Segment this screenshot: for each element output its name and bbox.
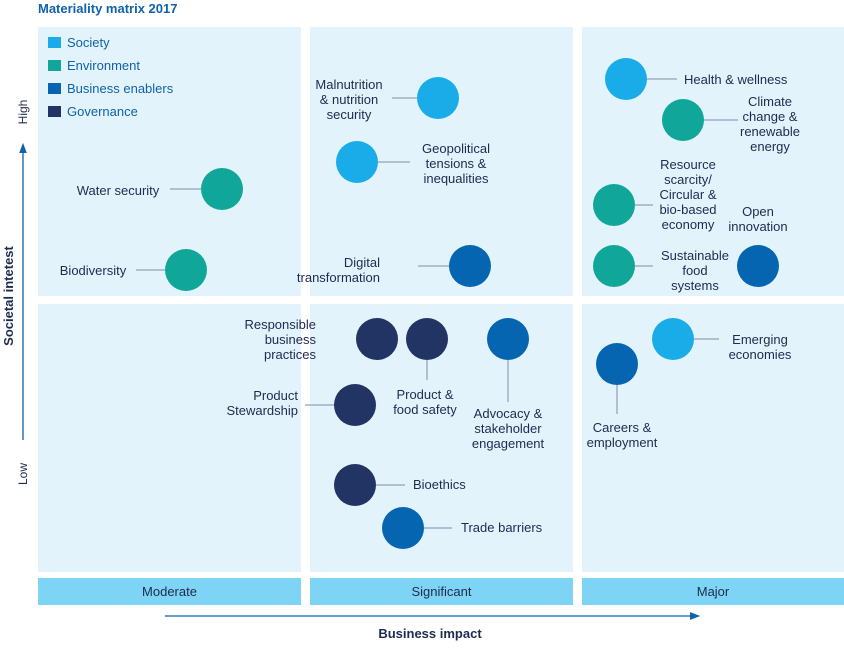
topic-bubble-geopolitical: [336, 141, 378, 183]
topic-bubble-food_systems: [593, 245, 635, 287]
topic-bubble-open_innovation: [737, 245, 779, 287]
topic-careers: Careers &employment: [587, 343, 658, 450]
chart-title: Materiality matrix 2017: [38, 1, 177, 16]
y-tick-label-high: High: [16, 100, 30, 125]
x-category-band: [38, 578, 301, 605]
legend-swatch-governance: [48, 106, 61, 117]
matrix-cell-low-moderate: [38, 304, 301, 572]
topic-label-health: Health & wellness: [684, 72, 788, 87]
topic-bubble-stewardship: [334, 384, 376, 426]
topic-label-careers: Careers &employment: [587, 420, 658, 450]
topic-bubble-water: [201, 168, 243, 210]
matrix-cell-high-moderate: [38, 27, 301, 296]
topic-bubble-food_safety: [406, 318, 448, 360]
topic-bubble-biodiversity: [165, 249, 207, 291]
x-category-label: Major: [697, 584, 730, 599]
x-category-label: Moderate: [142, 584, 197, 599]
legend-swatch-business_enablers: [48, 83, 61, 94]
topic-trade: Trade barriers: [382, 507, 543, 549]
topic-label-water: Water security: [77, 183, 160, 198]
topic-bubble-responsible: [356, 318, 398, 360]
topic-bubble-digital: [449, 245, 491, 287]
axes: Low High: [16, 100, 701, 620]
topic-biodiversity: Biodiversity: [60, 249, 207, 291]
topic-food_safety: Product &food safety: [393, 318, 457, 417]
topic-label-trade: Trade barriers: [461, 520, 543, 535]
topic-bioethics: Bioethics: [334, 464, 466, 506]
legend-swatch-environment: [48, 60, 61, 71]
x-axis-title: Business impact: [378, 626, 482, 641]
topic-health: Health & wellness: [605, 58, 788, 100]
topic-bubble-bioethics: [334, 464, 376, 506]
legend-label-business_enablers: Business enablers: [67, 81, 174, 96]
y-tick-label-low: Low: [16, 463, 30, 485]
topic-bubble-resource: [593, 184, 635, 226]
topic-bubble-health: [605, 58, 647, 100]
topic-water: Water security: [77, 168, 243, 210]
topic-bubble-careers: [596, 343, 638, 385]
legend-swatch-society: [48, 37, 61, 48]
legend-label-environment: Environment: [67, 58, 140, 73]
topic-bubble-climate: [662, 99, 704, 141]
topic-bubble-advocacy: [487, 318, 529, 360]
x-category-band: [582, 578, 844, 605]
topic-bubble-malnutrition: [417, 77, 459, 119]
topic-bubble-trade: [382, 507, 424, 549]
x-category-label: Significant: [412, 584, 472, 599]
topic-label-biodiversity: Biodiversity: [60, 263, 127, 278]
topic-label-food_safety: Product &food safety: [393, 387, 457, 417]
legend-label-society: Society: [67, 35, 110, 50]
y-axis-title: Societal intetest: [1, 245, 16, 345]
topic-bubble-emerging: [652, 318, 694, 360]
legend-label-governance: Governance: [67, 104, 138, 119]
x-category-band: [310, 578, 573, 605]
topic-label-bioethics: Bioethics: [413, 477, 466, 492]
